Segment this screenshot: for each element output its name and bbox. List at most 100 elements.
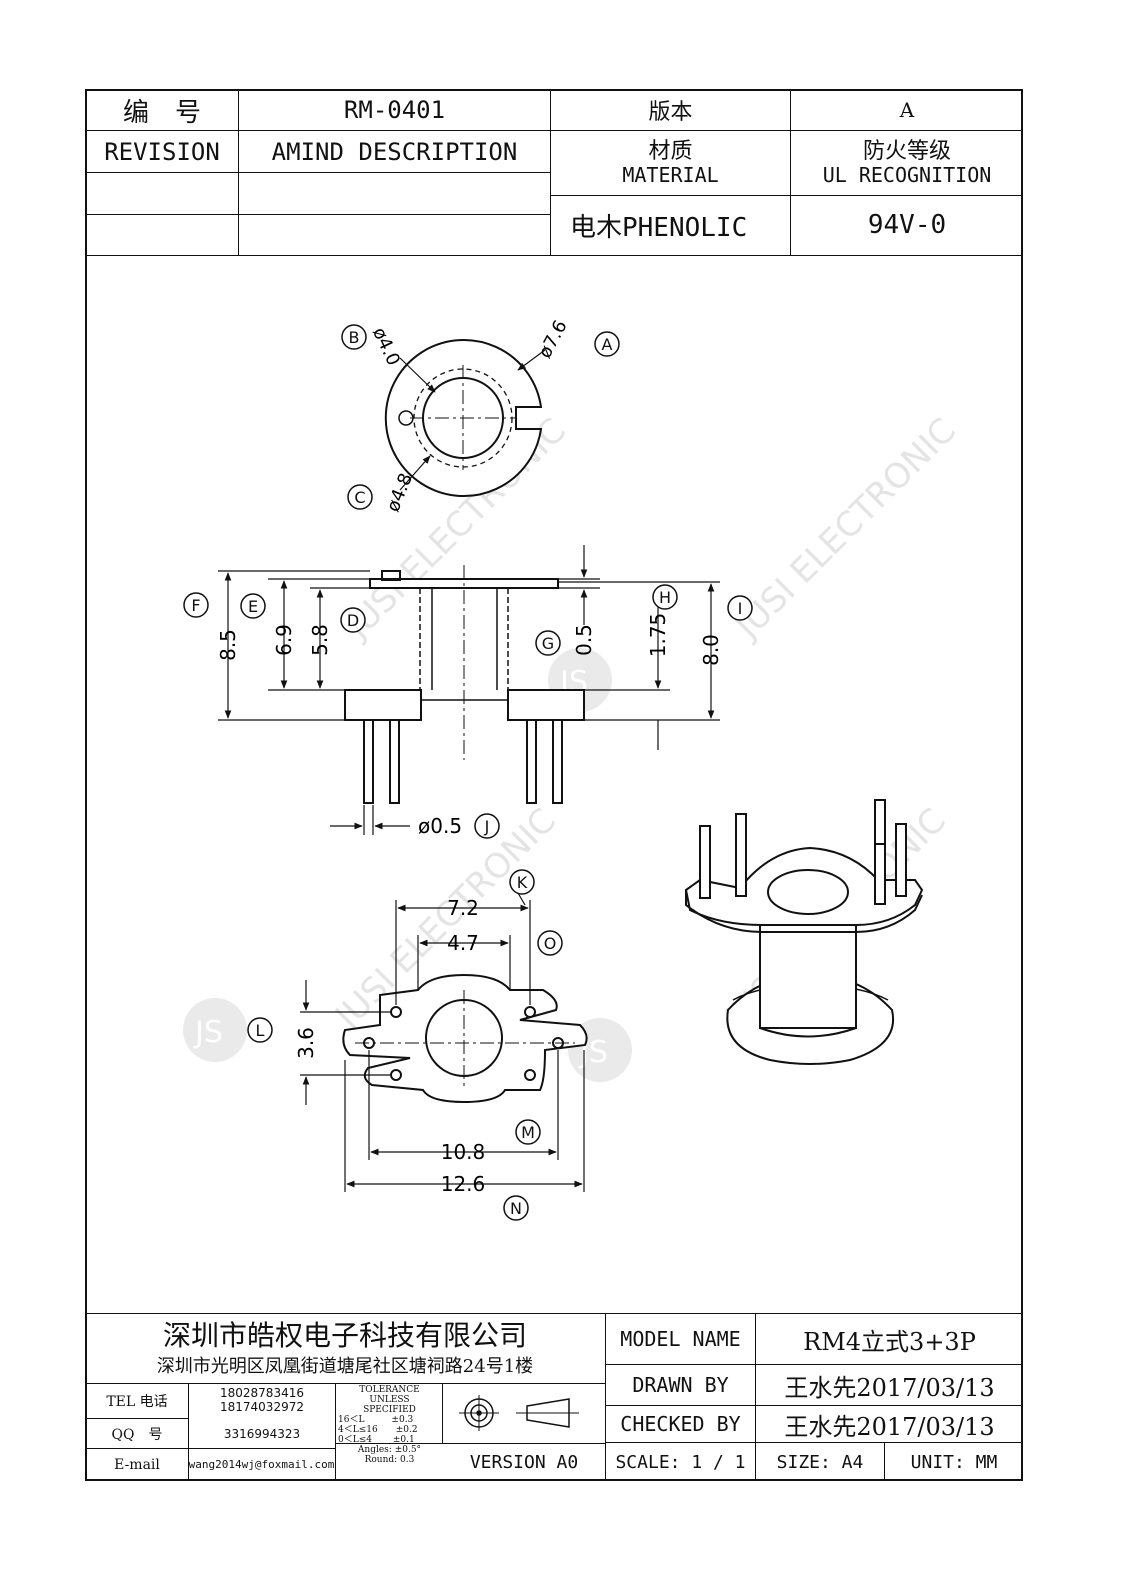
footer-divider bbox=[605, 1405, 1023, 1406]
callout-g: G bbox=[535, 630, 561, 656]
dim-text-a: ø7.6 bbox=[535, 317, 572, 362]
footer-divider bbox=[884, 1442, 885, 1481]
header-divider bbox=[550, 89, 551, 255]
side-view bbox=[344, 565, 585, 804]
side-view-base-right bbox=[507, 689, 585, 721]
pin bbox=[526, 719, 537, 804]
revision-label: REVISION bbox=[104, 137, 220, 166]
footer-divider bbox=[85, 1448, 335, 1449]
fire-rating-label: 防火等级 UL RECOGNITION bbox=[792, 132, 1022, 194]
company-address: 深圳市光明区凤凰街道塘尾社区塘祠路24号1楼 bbox=[156, 1356, 534, 1377]
svg-text:I: I bbox=[738, 599, 743, 618]
footer-divider bbox=[442, 1383, 443, 1443]
footer-divider bbox=[605, 1442, 1023, 1443]
dim-text-g: 0.5 bbox=[572, 624, 596, 656]
dim-text-b: ø4.0 bbox=[368, 324, 404, 369]
footer-divider bbox=[85, 1383, 605, 1384]
footer-divider bbox=[335, 1383, 336, 1481]
dim-text-j: ø0.5 bbox=[418, 814, 462, 838]
drawing-number: RM-0401 bbox=[343, 96, 446, 124]
tolerance-title: UNLESS bbox=[369, 1395, 410, 1405]
svg-text:E: E bbox=[248, 597, 258, 616]
bottom-view bbox=[342, 973, 588, 1104]
footer-divider bbox=[85, 1313, 1023, 1314]
callout-h: H bbox=[652, 584, 678, 610]
pin-hole bbox=[390, 1069, 402, 1081]
callout-b: B bbox=[341, 324, 367, 350]
iso-pin bbox=[699, 825, 711, 899]
svg-text:O: O bbox=[544, 934, 557, 953]
svg-text:B: B bbox=[349, 328, 360, 347]
company-name: 深圳市皓权电子科技有限公司 bbox=[162, 1319, 527, 1352]
pin bbox=[389, 719, 400, 804]
checked-by-value: 王水先2017/03/13 bbox=[784, 1412, 995, 1441]
version-value: A bbox=[899, 98, 915, 122]
drawn-by-value: 王水先2017/03/13 bbox=[784, 1373, 995, 1402]
dim-text-i: 8.0 bbox=[699, 634, 723, 666]
scale-label: SCALE: 1 / 1 bbox=[615, 1451, 746, 1473]
projection-symbol-icon bbox=[459, 1395, 579, 1431]
material-label: 材质 MATERIAL bbox=[552, 132, 789, 194]
fire-rating-label-cn: 防火等级 bbox=[862, 138, 951, 164]
svg-text:N: N bbox=[510, 1199, 522, 1218]
bottom-view-bore bbox=[425, 999, 503, 1077]
callout-l: L bbox=[247, 1017, 273, 1043]
dim-text-c: ø4.8 bbox=[383, 470, 417, 515]
dim-text-h: 1.75 bbox=[646, 613, 670, 658]
iso-pin bbox=[735, 813, 747, 897]
qq-value: 3316994323 bbox=[223, 1426, 301, 1441]
version-number: VERSION A0 bbox=[469, 1451, 579, 1473]
dim-text-o: 4.7 bbox=[447, 931, 479, 955]
footer-divider bbox=[85, 1418, 188, 1419]
dim-text-d: 5.8 bbox=[308, 624, 332, 656]
callout-o: O bbox=[537, 930, 563, 956]
email-value: wang2014wj@foxmail.com bbox=[188, 1458, 335, 1471]
watermark-logo-text: JS bbox=[193, 1015, 223, 1050]
iso-bore bbox=[767, 869, 849, 915]
tolerance-row: 16＜L ±0.3 bbox=[338, 1415, 414, 1425]
svg-text:K: K bbox=[517, 873, 528, 892]
tolerance-title: SPECIFIED bbox=[363, 1405, 416, 1415]
header-divider bbox=[790, 89, 791, 255]
material-value: 电木PHENOLIC bbox=[570, 212, 748, 243]
fire-rating-label-en: UL RECOGNITION bbox=[822, 163, 992, 188]
checked-by-label: CHECKED BY bbox=[620, 1412, 741, 1436]
dim-text-e: 6.9 bbox=[272, 624, 296, 656]
tolerance-row: Angles: ±0.5° bbox=[357, 1445, 422, 1455]
fire-rating-value: 94V-0 bbox=[867, 210, 947, 240]
tolerance-row: 4＜L≤16 ±0.2 bbox=[338, 1425, 418, 1435]
size-label: SIZE: A4 bbox=[776, 1451, 864, 1473]
dim-text-m: 10.8 bbox=[441, 1140, 486, 1164]
top-view bbox=[384, 339, 546, 497]
footer-divider bbox=[335, 1443, 605, 1444]
header-divider bbox=[238, 89, 239, 255]
header-divider bbox=[85, 255, 1023, 256]
leader-line bbox=[399, 357, 436, 393]
svg-text:L: L bbox=[256, 1021, 265, 1040]
pin-hole bbox=[524, 1069, 536, 1081]
callout-j: J bbox=[474, 813, 500, 839]
model-name-label: MODEL NAME bbox=[620, 1327, 741, 1351]
footer-divider bbox=[605, 1364, 1023, 1365]
tel-values: 18028783416 18174032972 bbox=[190, 1385, 334, 1417]
callout-f: F bbox=[183, 592, 209, 618]
leader-line bbox=[399, 455, 431, 491]
header-divider bbox=[85, 214, 550, 215]
header-divider bbox=[85, 172, 550, 173]
tel-value: 18028783416 bbox=[220, 1386, 304, 1401]
material-label-cn: 材质 bbox=[648, 138, 693, 164]
bottom-view-dimensions bbox=[300, 892, 585, 1192]
footer-divider bbox=[605, 1313, 606, 1481]
pin bbox=[552, 719, 563, 804]
side-view-base-left bbox=[344, 689, 422, 721]
model-name-value: RM4立式3+3P bbox=[803, 1327, 976, 1356]
svg-text:A: A bbox=[602, 335, 613, 354]
pin-hole bbox=[390, 1006, 402, 1018]
callout-i: I bbox=[727, 595, 753, 621]
material-label-en: MATERIAL bbox=[622, 163, 719, 188]
dim-text-l: 3.6 bbox=[294, 1027, 318, 1059]
tel-value: 18174032972 bbox=[220, 1400, 304, 1414]
drawn-by-label: DRAWN BY bbox=[632, 1373, 729, 1397]
tolerance-title: TOLERANCE bbox=[359, 1385, 420, 1395]
unit-label: UNIT: MM bbox=[910, 1451, 998, 1473]
